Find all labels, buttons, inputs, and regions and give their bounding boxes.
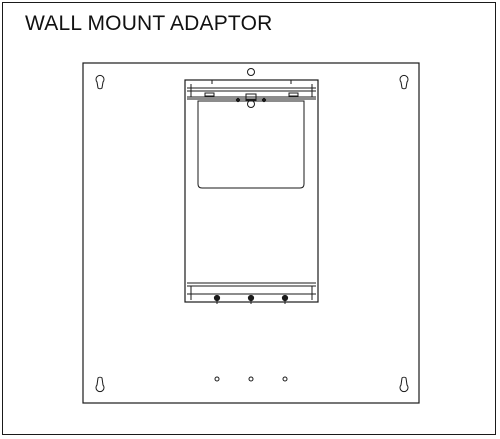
diagram-title: WALL MOUNT ADAPTOR [25, 12, 273, 35]
screw-icon-bottom-left [213, 294, 221, 304]
keyhole-slot-icon-bottom-left [95, 376, 105, 393]
bracket-body [184, 79, 319, 303]
mounting-hole-icon-bottom-right [282, 376, 288, 382]
mounting-hole-icon-top [247, 68, 255, 76]
adaptor-plate [82, 62, 420, 404]
screw-icon-bottom-center [247, 294, 255, 304]
screw-icon-top [235, 93, 267, 108]
keyhole-slot-icon-bottom-right [399, 376, 409, 393]
bracket-window [197, 100, 305, 189]
keyhole-slot-icon-top-right [399, 74, 409, 90]
keyhole-slot-icon-top-left [95, 74, 105, 90]
screw-icon-bottom-right [281, 294, 289, 304]
figure-frame [2, 2, 496, 435]
mounting-hole-icon-bottom-left [214, 376, 220, 382]
mounting-hole-icon-bottom-center [248, 376, 254, 382]
